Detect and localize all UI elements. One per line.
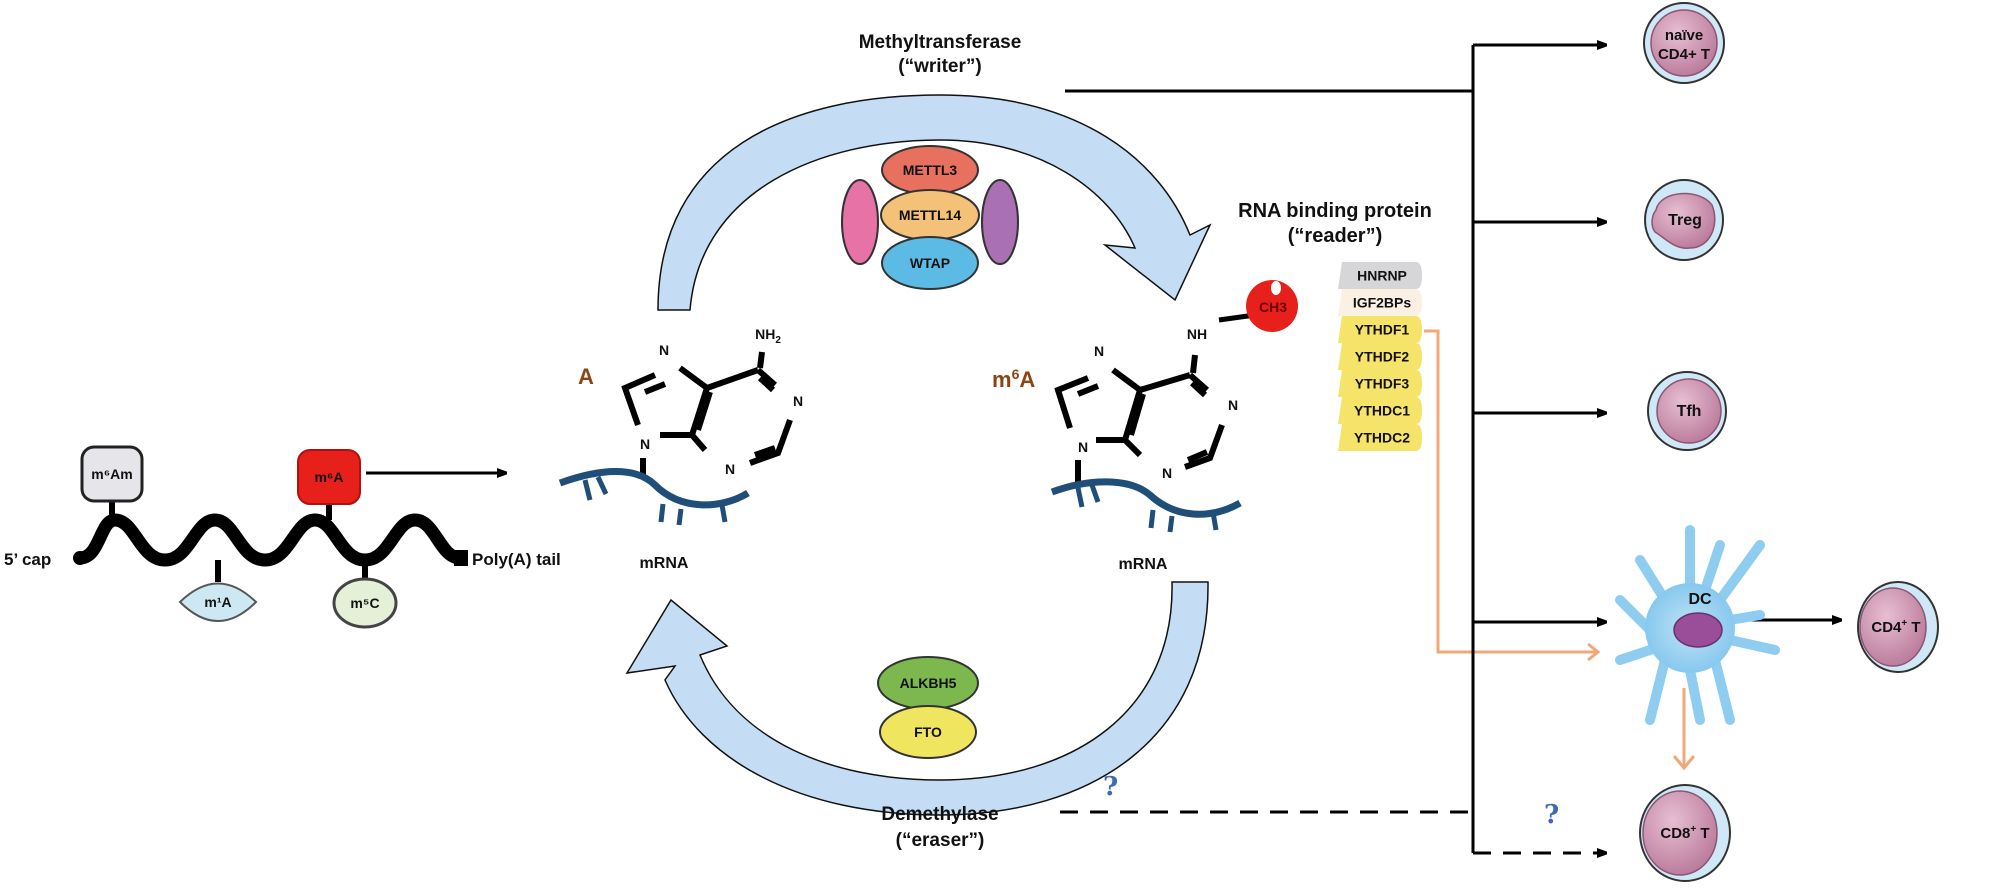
svg-text:N: N [793, 393, 803, 409]
cell-dc: DC [1615, 525, 1780, 725]
five-prime-cap-label: 5’ cap [4, 550, 51, 569]
reader-protein-label: YTHDC1 [1354, 403, 1410, 419]
writer-cycle-arrow [657, 94, 1212, 311]
reader-protein-label: YTHDF2 [1355, 349, 1410, 365]
wtap-protein [881, 236, 979, 290]
svg-text:N: N [659, 342, 669, 358]
ythdf1-pathway [1424, 329, 1696, 771]
cell-naive-cd4: naïve CD4+ T [1643, 2, 1725, 84]
reader-protein-ythdf2 [1338, 343, 1422, 370]
svg-text:N: N [1094, 343, 1104, 359]
poly-a-tail-label: Poly(A) tail [472, 550, 561, 569]
dc-label: DC [1688, 591, 1712, 608]
pink-subunit [841, 179, 879, 265]
mrna-label-a: mRNA [640, 555, 689, 572]
purple-subunit [981, 179, 1019, 265]
reader-protein-label: YTHDF1 [1355, 322, 1410, 338]
adenosine-label: A [578, 364, 594, 389]
nh-label: NH [1187, 326, 1207, 342]
m6a-tag-label: m⁶A [314, 469, 343, 485]
naive-line1: naïve [1665, 27, 1703, 44]
writer-complex: METTL3 METTL14 WTAP [841, 145, 1019, 290]
nh2-label: NH [755, 326, 775, 342]
unknown-mark-1: ? [1103, 772, 1118, 802]
reader-protein-ythdf1 [1338, 316, 1422, 343]
cell-treg: Treg [1644, 179, 1724, 261]
fto-protein [879, 705, 977, 759]
mrna-strand: 5’ cap Poly(A) tail m⁶Am m⁶A m¹A m⁵C [4, 445, 561, 629]
reader-protein-ythdc2 [1338, 424, 1422, 451]
reader-protein-hnrnp [1338, 262, 1422, 289]
svg-text:N: N [725, 461, 735, 477]
svg-text:NH2: NH2 [755, 326, 781, 346]
svg-text:N: N [640, 436, 650, 452]
reader-title: RNA binding protein [1238, 200, 1432, 222]
m6a-tag [297, 449, 361, 505]
treg-label: Treg [1668, 212, 1702, 229]
reader-protein-label: IGF2BPs [1353, 295, 1412, 311]
cell-tfh: Tfh [1647, 371, 1727, 451]
writer-subtitle: (“writer”) [898, 56, 981, 77]
reader-protein-label: YTHDF3 [1355, 376, 1410, 392]
mettl3-label: METTL3 [903, 162, 958, 178]
svg-text:N: N [1078, 439, 1088, 455]
tail-end [454, 550, 468, 566]
m1a-tag [178, 582, 258, 622]
cd8-label: CD8+ T [1660, 824, 1709, 842]
m5c-label: m⁵C [350, 595, 379, 611]
svg-text:N: N [1228, 397, 1238, 413]
dc-nucleus [1673, 612, 1723, 648]
reader-subtitle: (“reader”) [1288, 225, 1382, 247]
reader-protein-label: YTHDC2 [1354, 430, 1410, 446]
adenosine-structure: A N N N N NH2 mRNA [558, 326, 803, 572]
mrna-wave [78, 513, 462, 567]
methyl-group [1246, 280, 1298, 332]
mrna-backbone-a [558, 467, 750, 509]
eraser-title: Demethylase [881, 804, 998, 825]
m6a-structure: m6A N N N N NH CH3 mRNA [992, 280, 1298, 573]
mettl14-label: METTL14 [899, 207, 961, 223]
reader-protein-ythdf3 [1338, 370, 1422, 397]
eraser-complex: ALKBH5 FTO [877, 656, 979, 759]
branch-lines [1060, 45, 1840, 853]
alkbh5-label: ALKBH5 [900, 675, 957, 691]
tfh-label: Tfh [1677, 403, 1702, 420]
reader-list: HNRNP IGF2BPsYTHDF1YTHDF2YTHDF3YTHDC1YTHD… [1338, 262, 1422, 451]
reader-protein-label: HNRNP [1357, 268, 1407, 284]
m5c-tag [332, 577, 398, 629]
reader-protein-igf2bps [1338, 289, 1422, 316]
nh2-subscript: 2 [775, 335, 781, 346]
m6am-label: m⁶Am [91, 466, 132, 482]
naive-line2: CD4+ T [1658, 46, 1710, 63]
cd4-label: CD4+ T [1871, 618, 1920, 636]
m6a-label: m6A [992, 366, 1035, 392]
cell-cd4: CD4+ T [1857, 581, 1939, 673]
unknown-mark-2: ? [1544, 800, 1559, 830]
m6am-tag [80, 445, 144, 503]
m1a-label: m¹A [204, 594, 231, 610]
eraser-subtitle: (“eraser”) [896, 830, 985, 851]
reader-protein-ythdc1 [1338, 397, 1422, 424]
writer-title: Methyltransferase [859, 32, 1022, 53]
fto-label: FTO [914, 724, 942, 740]
eraser-cycle-arrow [625, 581, 1209, 816]
svg-text:N: N [1162, 465, 1172, 481]
wtap-label: WTAP [910, 255, 950, 271]
cell-cd8: CD8+ T [1639, 784, 1731, 882]
ch3-label: CH3 [1259, 299, 1287, 315]
mrna-label-m6a: mRNA [1119, 556, 1168, 573]
